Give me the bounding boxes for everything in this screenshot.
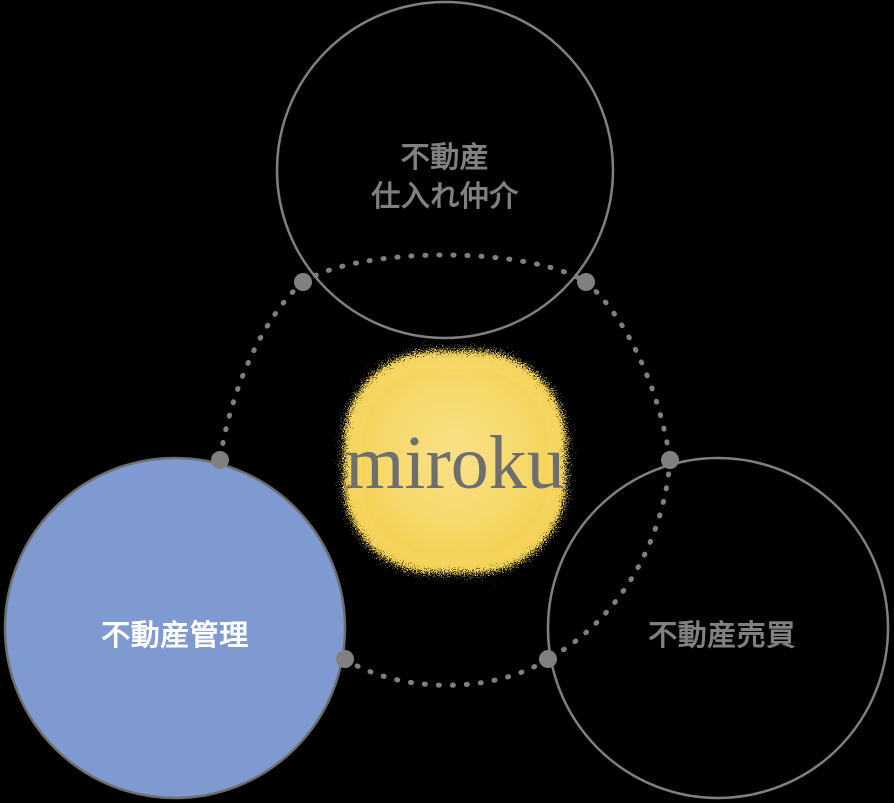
center-brand-badge[interactable]: miroku [345,352,565,572]
orbit-arc-right-side [545,457,673,662]
circle-node-property-trading-shape [546,456,890,800]
junction-right-lower-dot[interactable] [539,650,557,668]
orbit-arc-top-to-right [583,279,673,463]
junction-left-lower-dot[interactable] [336,650,354,668]
circle-node-property-management[interactable]: 不動産管理 [3,456,347,800]
circle-node-property-management-label: 不動産管理 [101,618,249,652]
junction-top-right-dot[interactable] [577,273,595,291]
orbit-arc-top-to-left [217,279,306,463]
circle-node-sourcing-brokerage-label-line2: 仕入れ仲介 [370,180,519,213]
center-brand-badge-core [362,369,548,555]
circle-node-property-management-shape [3,456,347,800]
center-brand-wordmark: miroku [345,421,565,505]
orbit-arc-top-span [300,252,589,285]
circle-node-sourcing-brokerage-shape [275,0,615,340]
circle-node-property-trading-label: 不動産売買 [648,619,796,652]
circle-node-property-trading[interactable]: 不動産売買 [546,456,890,800]
orbit-junction-dots [211,273,679,668]
circle-node-sourcing-brokerage[interactable]: 不動産 仕入れ仲介 [275,0,615,340]
circle-node-sourcing-brokerage-label-line1: 不動産 [401,141,490,174]
junction-left-upper-dot[interactable] [211,451,229,469]
junction-top-left-dot[interactable] [294,273,312,291]
junction-right-upper-dot[interactable] [661,451,679,469]
orbit-arc-bottom-span [342,656,551,688]
